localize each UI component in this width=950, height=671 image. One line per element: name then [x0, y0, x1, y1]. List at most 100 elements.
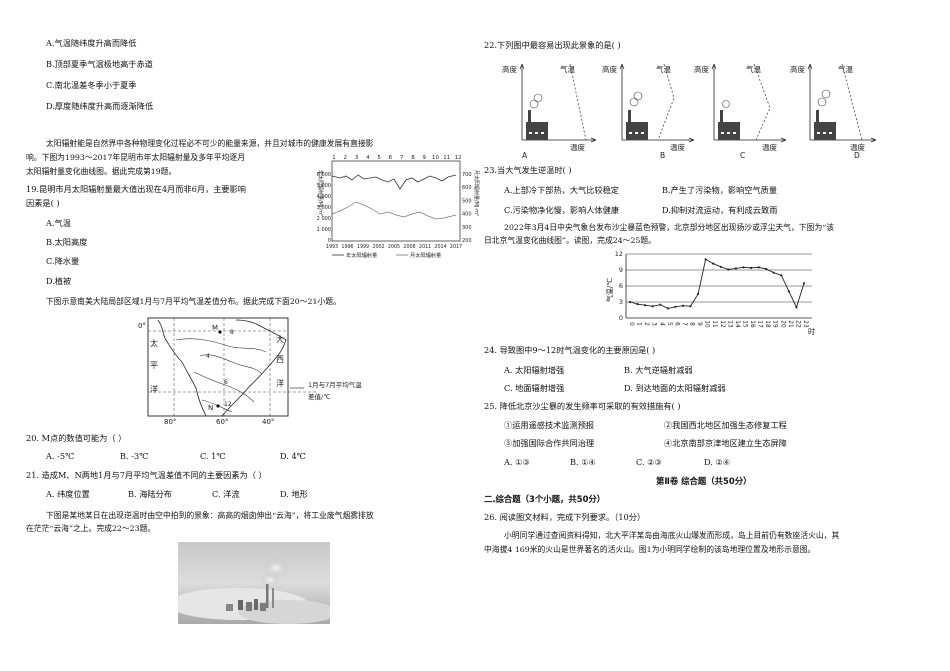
panel-a-y-label: 高度 — [502, 64, 517, 74]
panel-b-x-label: 温度 — [670, 142, 685, 152]
annual-axis-tick: 4 000 — [317, 194, 331, 200]
x-tick-label: 10 — [704, 320, 710, 328]
q19-option-d: D.植被 — [46, 276, 72, 286]
temperature-point — [636, 303, 639, 306]
panel-b-y-label: 高度 — [602, 64, 617, 74]
south-america-map: 0° 太 平 洋 大 西 洋 M N 8 4 6 12 80° 60° 40° … — [138, 317, 362, 426]
inversion-panels: 高度 气温 温度 A 高度 气温 温度 B 高度 气温 温度 C 高度 气温 温… — [502, 63, 877, 160]
label-ping: 平 — [150, 361, 158, 370]
q25-item-4: ④北京南部京津地区建立生态屏障 — [664, 438, 787, 448]
monthly-axis-tick: 700 — [462, 172, 472, 178]
x-tick-label: 13 — [726, 320, 732, 328]
q24-option-c: C. 地面辐射增强 — [504, 383, 565, 393]
photo-intro-line2: 在茫茫“云海”之上。完成22～23题。 — [26, 524, 156, 533]
panel-a-curve-label: 气温 — [560, 64, 575, 74]
monthly-axis-tick: 300 — [462, 225, 472, 231]
q23-option-c: C.污染物净化慢，影响人体健康 — [504, 205, 620, 215]
q23-option-a: A.上部冷下部热，大气比较稳定 — [504, 185, 619, 195]
y-tick-label: 9 — [619, 266, 623, 274]
label-da: 大 — [276, 334, 284, 344]
monthly-radiation-line — [331, 201, 457, 220]
panel-d-curve-label: 气温 — [838, 64, 853, 74]
month-tick-label: 7 — [400, 155, 403, 161]
x-tick-label: 6 — [673, 322, 679, 326]
annual-axis-tick: 0 — [328, 238, 331, 244]
panel-a — [519, 63, 597, 143]
month-tick-label: 4 — [366, 155, 370, 161]
month-tick-label: 3 — [355, 155, 358, 161]
year-tick-label: 2011 — [419, 244, 431, 250]
temperature-point — [696, 292, 700, 296]
panel-b-letter: B — [660, 151, 665, 160]
left-axis-label: 年太阳辐射量/MJ·m² — [317, 170, 324, 216]
q20-option-a: A. -5℃ — [46, 451, 75, 461]
label-80w: 80° — [164, 418, 176, 426]
panel-d-letter: D — [854, 151, 860, 160]
label-equator: 0° — [138, 322, 146, 330]
annual-axis-tick: 6 000 — [317, 172, 331, 178]
right-axis-label: 月太阳辐射量/MJ·m² — [473, 170, 480, 216]
label-60w: 60° — [216, 418, 228, 426]
panel-a-x-label: 温度 — [570, 142, 585, 152]
x-tick-label: 19 — [772, 320, 778, 328]
year-tick-label: 1999 — [357, 244, 369, 250]
temperature-point — [727, 268, 730, 271]
cloud-sea-photo — [178, 542, 330, 624]
annual-axis-tick: 2 000 — [317, 216, 331, 222]
x-tick-label: 20 — [779, 320, 785, 328]
legend-month-label: 月太阳辐射量 — [410, 251, 441, 259]
q19-stem-line1: 19.昆明市月太阳辐射量最大值出现在4月而非6月，主要影响 — [26, 184, 246, 194]
year-tick-label: 2005 — [388, 244, 400, 250]
dust-intro-line1: 2022年3月4日中央气象台发布沙尘暴蓝色预警，北京部分地区出现扬沙或浮尘天气，… — [504, 223, 835, 232]
label-m: M — [212, 324, 218, 332]
q21-stem: 21. 造成M、N两地1月与7月平均气温差值不同的主要因素为（ ） — [26, 470, 267, 480]
temperature-point — [765, 267, 768, 271]
x-tick-label: 15 — [741, 320, 747, 328]
year-tick-label: 1996 — [341, 244, 353, 250]
month-tick-label: 11 — [443, 155, 450, 161]
annual-axis-tick: 5 000 — [317, 183, 331, 189]
q18-option-a: A.气温随纬度升高而降低 — [46, 38, 137, 48]
x-axis-label: 时 — [808, 327, 815, 336]
solar-intro-line2: 响。下图为1993～2017年昆明市年太阳辐射量及多年平均逐月 — [26, 153, 246, 162]
y-tick-label: 0 — [619, 314, 623, 322]
q23-option-b: B.产生了污染物，影响空气质量 — [662, 185, 778, 195]
q21-option-a: A. 纬度位置 — [46, 489, 90, 499]
temperature-point — [674, 305, 677, 308]
temperature-point — [802, 282, 806, 285]
temperature-point — [681, 304, 685, 307]
q25-item-2: ②我国西北地区加强生态修复工程 — [664, 420, 787, 430]
x-tick-label: 23 — [802, 320, 808, 328]
q20-option-c: C. 1℃ — [200, 451, 226, 461]
q25-option-b: B. ①④ — [570, 457, 596, 467]
x-tick-label: 2 — [643, 322, 649, 326]
temperature-point — [734, 267, 738, 270]
coastline — [157, 319, 287, 417]
map-intro: 下图示意南美大陆局部区域1月与7月平均气温差值分布。据此完成下面20～21小题。 — [46, 297, 341, 306]
year-tick-label: 1993 — [326, 244, 338, 250]
x-tick-label: 18 — [764, 320, 770, 328]
annual-radiation-line — [331, 174, 457, 190]
month-tick-label: 8 — [411, 155, 415, 161]
q26-stem: 26. 阅读图文材料，完成下列要求。（10分） — [484, 512, 646, 522]
y-tick-label: 12 — [615, 250, 623, 258]
q24-option-b: B. 大气逆辐射减弱 — [624, 365, 693, 375]
isoline-6 — [193, 371, 255, 403]
x-tick-label: 21 — [787, 320, 793, 328]
label-tai: 太 — [150, 338, 158, 348]
temperature-point — [651, 305, 654, 308]
month-tick-label: 5 — [377, 155, 380, 161]
month-tick-label: 1 — [332, 155, 335, 161]
temperature-point — [689, 305, 692, 308]
x-tick-label: 22 — [794, 320, 800, 328]
solar-intro-line3: 太阳辐射量变化曲线图。据此完成第19题。 — [26, 167, 177, 176]
q20-stem: 20. M点的数值可能为（ ） — [26, 433, 127, 443]
label-40w: 40° — [262, 418, 274, 426]
iso-label-6: 6 — [224, 379, 228, 386]
label-yang-left: 洋 — [150, 384, 158, 394]
year-tick-label: 2002 — [372, 244, 384, 250]
q22-stem: 22.下列图中最容易出现此景象的是( ) — [484, 40, 621, 50]
q21-option-c: C. 洋流 — [212, 489, 240, 499]
q25-option-a: A. ①③ — [504, 457, 530, 467]
